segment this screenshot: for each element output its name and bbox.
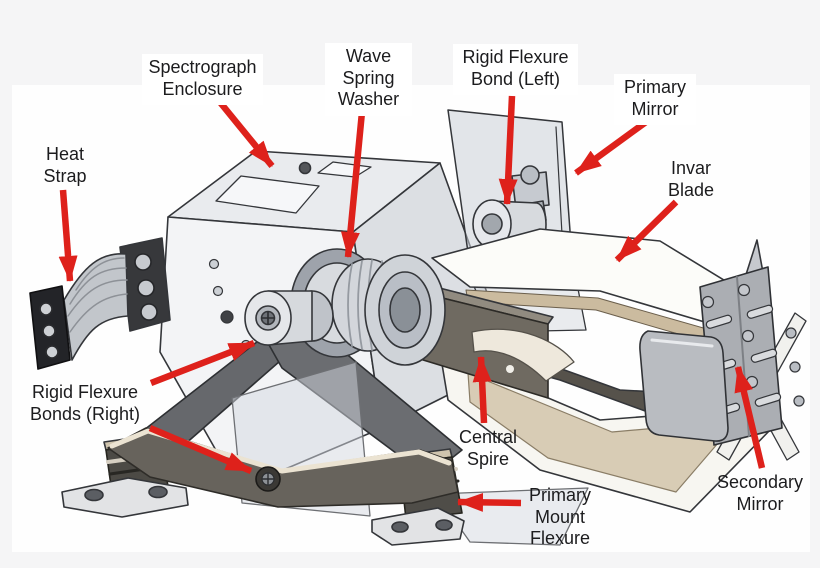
label-rigid-flexure-bonds-right: Rigid Flexure Bonds (Right) [29,382,141,424]
label-spectrograph-enclosure: Spectrograph Enclosure [142,54,263,105]
rigid-flexure-bond-right-part [244,290,334,346]
arrow-primary-mirror [574,119,648,176]
arrow-invar-blade [614,199,679,263]
label-secondary-mirror: Secondary Mirror [716,472,804,514]
arrow-rigid-flexure-bonds-right-1 [149,339,256,387]
arrow-secondary-mirror [734,366,766,469]
arrow-spectrograph-enclosure [216,98,275,169]
label-invar-blade: Invar Blade [667,158,715,200]
label-central-spire: Central Spire [458,427,518,469]
label-wave-spring-washer: Wave Spring Washer [325,43,412,116]
arrow-central-spire [472,356,492,424]
label-heat-strap: Heat Strap [43,144,87,186]
arrow-rigid-flexure-bonds-right-2 [148,425,253,474]
arrow-heat-strap [58,189,78,282]
label-primary-mount-flexure: Primary Mount Flexure [529,485,591,548]
heat-strap-part [29,237,171,370]
arrow-rigid-flexure-bond-left [498,95,518,205]
arrow-primary-mount-flexure [457,492,522,512]
label-rigid-flexure-bond-left: Rigid Flexure Bond (Left) [453,44,578,95]
label-primary-mirror: Primary Mirror [614,74,696,125]
arrow-wave-spring-washer [340,111,366,258]
